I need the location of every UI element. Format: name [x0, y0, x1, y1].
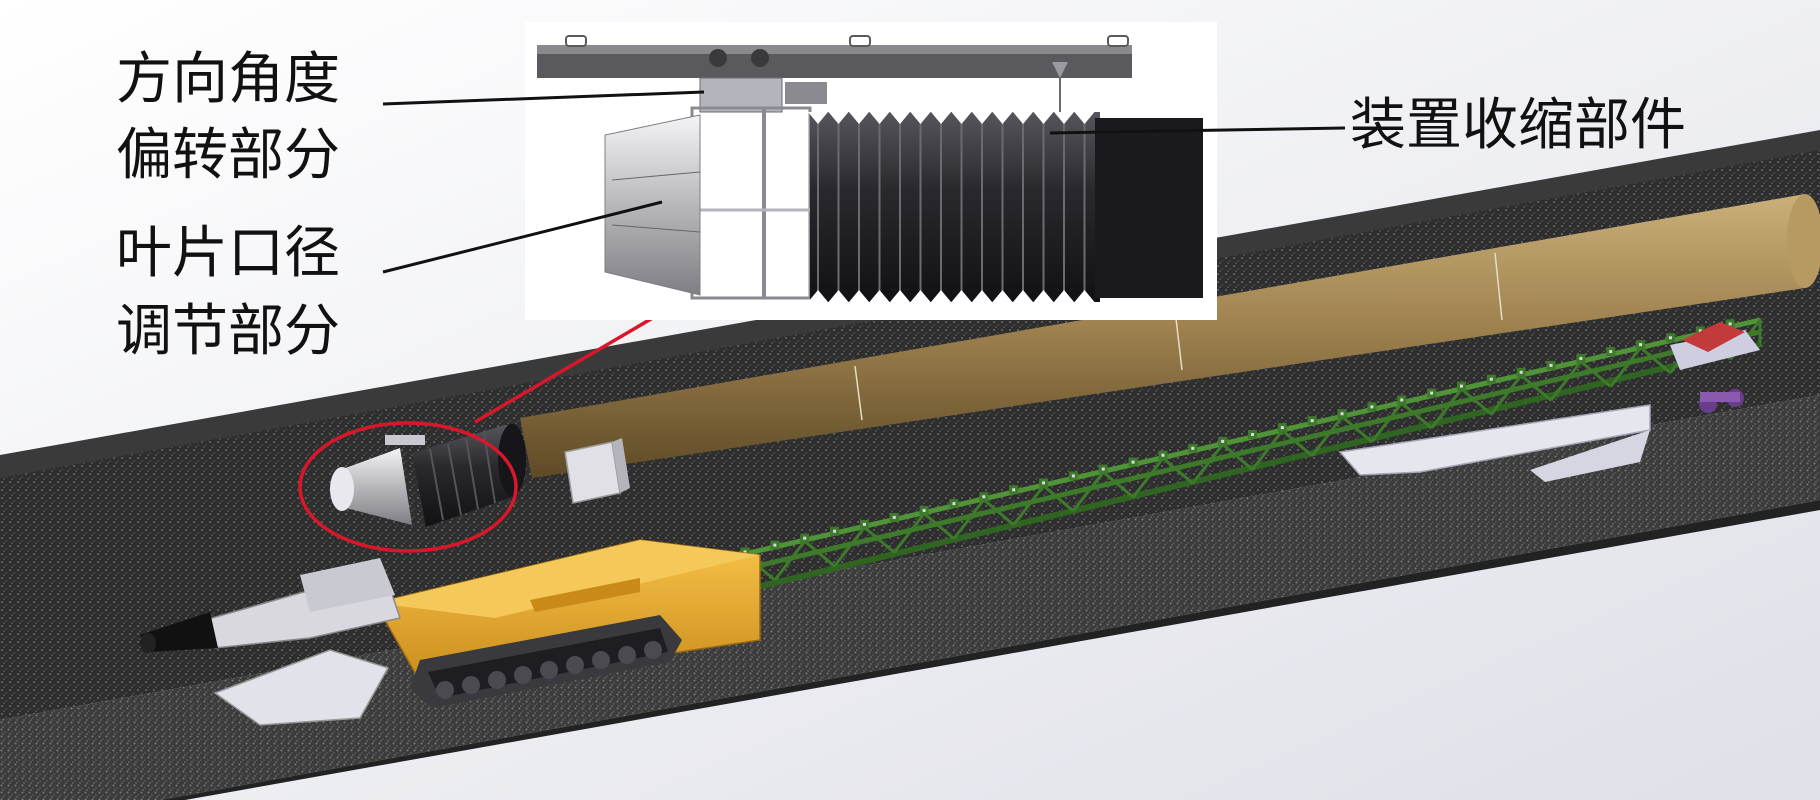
leader-lines: [382, 90, 1346, 274]
crawler-track: [410, 615, 682, 708]
label-retraction-part: 装置收缩部件: [1350, 93, 1686, 158]
junction-box: [564, 438, 630, 504]
label-direction-angle-line2: 偏转部分: [116, 123, 340, 188]
label-blade-diameter-line2: 调节部分: [116, 299, 340, 364]
label-direction-angle-line1: 方向角度: [116, 47, 340, 112]
support-rail: [1338, 404, 1651, 482]
fan-unit: [330, 424, 526, 527]
ventilation-pipe: [520, 194, 1820, 478]
roadheader-machine: [140, 539, 761, 726]
conveyor-tail: [1670, 322, 1760, 413]
floor-edge: [160, 500, 1820, 800]
highlight-circle: [298, 421, 518, 553]
inset-panel: [525, 22, 1217, 320]
label-blade-diameter-line1: 叶片口径: [116, 221, 340, 286]
